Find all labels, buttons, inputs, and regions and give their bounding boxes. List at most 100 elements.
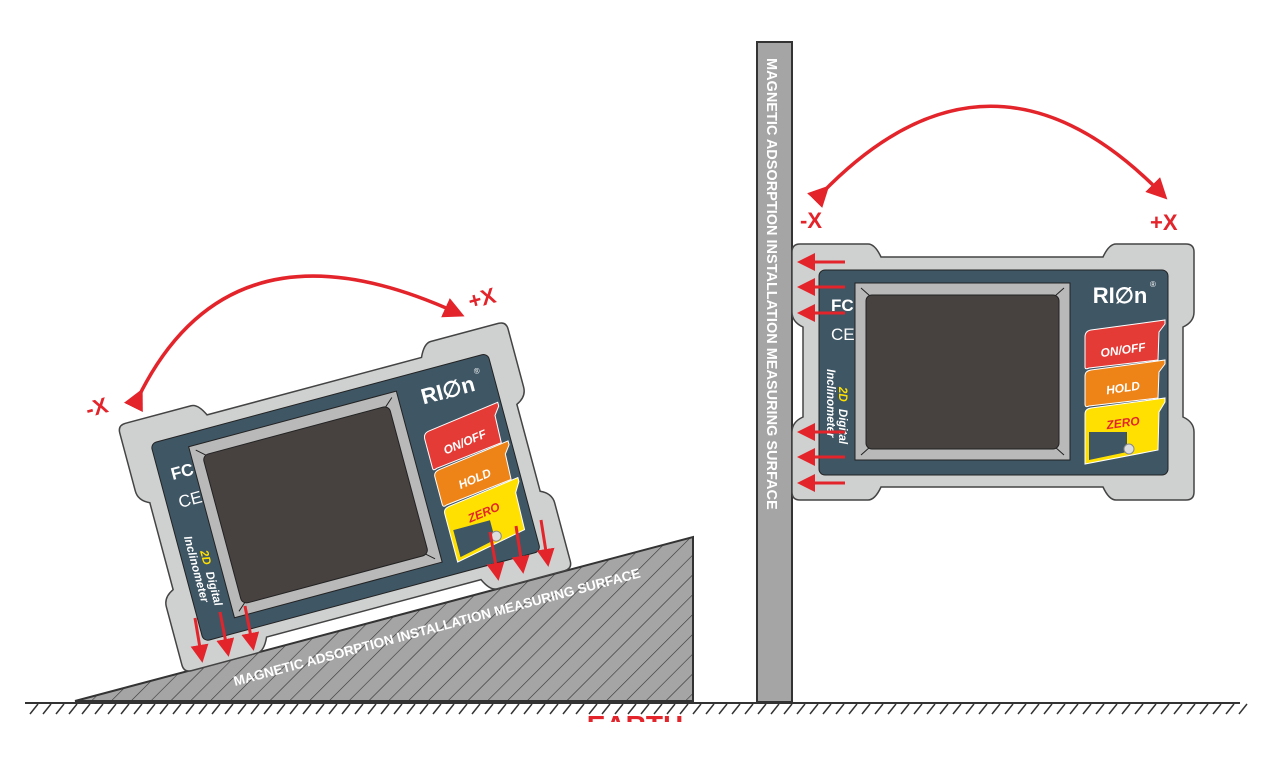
lcd-screen bbox=[865, 294, 1060, 450]
ground-hatch bbox=[198, 703, 208, 715]
ground-hatch bbox=[900, 703, 910, 715]
ground-hatch bbox=[965, 703, 975, 715]
ground-hatch bbox=[432, 703, 442, 715]
ground-label: EARTH bbox=[587, 710, 683, 741]
ground-hatch bbox=[770, 703, 780, 715]
ground-hatch bbox=[848, 703, 858, 715]
rotation-arc-left bbox=[123, 274, 465, 413]
ground-hatch bbox=[328, 703, 338, 715]
ground-hatch bbox=[913, 703, 923, 715]
ground-hatch bbox=[81, 703, 91, 715]
ground-hatch bbox=[991, 703, 1001, 715]
ground-hatch bbox=[744, 703, 754, 715]
force-arrow bbox=[241, 605, 260, 651]
ground-hatch bbox=[419, 703, 429, 715]
ground-hatch bbox=[263, 703, 273, 715]
ground-hatch bbox=[289, 703, 299, 715]
ground-hatch bbox=[510, 703, 520, 715]
ground-hatch bbox=[302, 703, 312, 715]
svg-text:HOLD: HOLD bbox=[1105, 379, 1141, 398]
ground-hatch bbox=[1134, 703, 1144, 715]
ground-hatch bbox=[367, 703, 377, 715]
ground-hatch bbox=[1225, 703, 1235, 715]
ground-hatch bbox=[926, 703, 936, 715]
zero-button[interactable]: ZERO bbox=[1084, 397, 1166, 465]
ground-hatch bbox=[731, 703, 741, 715]
hold-button[interactable]: HOLD bbox=[1084, 359, 1166, 408]
ground-hatch bbox=[250, 703, 260, 715]
zero-button[interactable]: ZERO bbox=[441, 476, 535, 563]
rotation-arc-right bbox=[807, 104, 1168, 208]
ground-hatch bbox=[1173, 703, 1183, 715]
ground-hatch bbox=[1082, 703, 1092, 715]
ground-hatch bbox=[1017, 703, 1027, 715]
ground-hatch bbox=[497, 703, 507, 715]
vertical-surface-label: MAGNETIC ADSORPTION INSTALLATION MEASURI… bbox=[763, 58, 779, 510]
ground-hatch bbox=[185, 703, 195, 715]
ground-hatch bbox=[523, 703, 533, 715]
ground-hatch bbox=[1004, 703, 1014, 715]
ground-hatch bbox=[146, 703, 156, 715]
ground-hatch bbox=[458, 703, 468, 715]
ground-hatch bbox=[549, 703, 559, 715]
ground-hatch bbox=[42, 703, 52, 715]
on-off-button[interactable]: ON/OFF bbox=[1084, 319, 1166, 370]
force-arrow bbox=[486, 531, 505, 581]
ground-hatch bbox=[822, 703, 832, 715]
ground-hatch bbox=[1095, 703, 1105, 715]
ground-hatch bbox=[666, 703, 676, 715]
left-plus-x-label: +X bbox=[465, 283, 498, 314]
ground-hatch bbox=[653, 703, 663, 715]
force-arrow bbox=[536, 519, 555, 567]
hold-button[interactable]: HOLD bbox=[431, 440, 520, 507]
registered-mark: ® bbox=[1150, 280, 1156, 289]
ground-hatch bbox=[1108, 703, 1118, 715]
ground-hatch bbox=[341, 703, 351, 715]
ground-hatch bbox=[55, 703, 65, 715]
ground-hatch bbox=[94, 703, 104, 715]
ground-hatch bbox=[978, 703, 988, 715]
ground-hatch bbox=[1121, 703, 1131, 715]
force-arrow bbox=[216, 611, 235, 657]
ground-hatch bbox=[952, 703, 962, 715]
ground-hatch bbox=[172, 703, 182, 715]
lcd-screen bbox=[203, 406, 428, 604]
force-arrow bbox=[511, 525, 530, 574]
ground-hatch bbox=[380, 703, 390, 715]
ground bbox=[25, 702, 1248, 715]
ground-hatch bbox=[1212, 703, 1222, 715]
ground-hatch bbox=[237, 703, 247, 715]
force-arrow bbox=[190, 617, 209, 663]
left-minus-x-label: -X bbox=[83, 392, 111, 422]
ground-hatch bbox=[887, 703, 897, 715]
ground-hatch bbox=[68, 703, 78, 715]
registered-mark: ® bbox=[473, 366, 481, 376]
ground-hatch bbox=[575, 703, 585, 715]
ground-hatch bbox=[1238, 703, 1248, 715]
ce-mark: CE bbox=[831, 325, 855, 344]
ground-hatch bbox=[757, 703, 767, 715]
ground-hatch bbox=[315, 703, 325, 715]
ground-hatch bbox=[120, 703, 130, 715]
right-plus-x-label: +X bbox=[1150, 210, 1178, 235]
ground-hatch bbox=[588, 703, 598, 715]
ground-hatch bbox=[1043, 703, 1053, 715]
svg-text:ZERO: ZERO bbox=[1105, 414, 1142, 433]
fcc-mark: FC bbox=[831, 296, 854, 315]
ground-hatch bbox=[1069, 703, 1079, 715]
ground-hatch bbox=[783, 703, 793, 715]
ground-hatch bbox=[692, 703, 702, 715]
magnetic-force-arrows-left bbox=[190, 519, 555, 663]
ground-hatch bbox=[224, 703, 234, 715]
on-off-button[interactable]: ON/OFF bbox=[420, 401, 510, 471]
ground-hatch bbox=[1030, 703, 1040, 715]
ground-hatch bbox=[1186, 703, 1196, 715]
ground-hatch bbox=[406, 703, 416, 715]
ground-hatch bbox=[874, 703, 884, 715]
ground-hatch bbox=[276, 703, 286, 715]
ground-hatch bbox=[614, 703, 624, 715]
ground-hatch bbox=[718, 703, 728, 715]
ground-hatch bbox=[159, 703, 169, 715]
inclinometer-right: RI∅n ® FC CE 2D Digital Inclinometer ON/… bbox=[791, 243, 1195, 501]
